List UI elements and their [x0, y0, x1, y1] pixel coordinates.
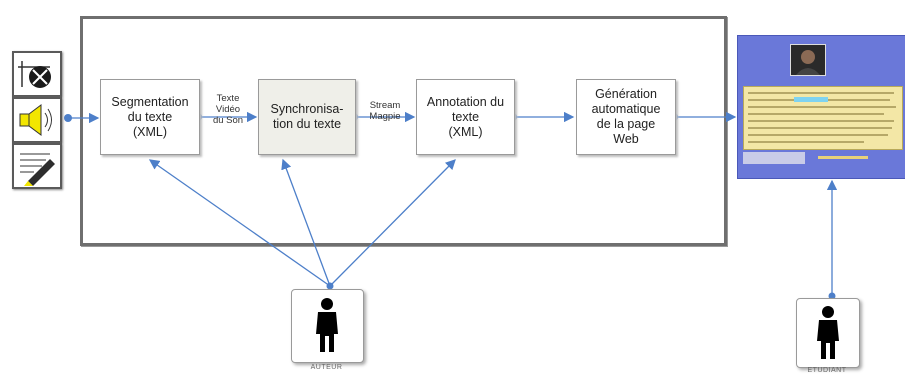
author-figure — [291, 289, 364, 363]
author-to-sync — [281, 158, 331, 287]
web-page-thumbnail — [737, 35, 905, 179]
video-reel-icon — [12, 51, 62, 97]
link-strip — [818, 156, 868, 159]
annotation-box: Annotation du texte (XML) — [416, 79, 515, 155]
player-controls — [743, 152, 805, 164]
segmentation-box: Segmentation du texte (XML) — [100, 79, 200, 155]
person-icon — [817, 306, 839, 359]
author-to-annot — [329, 159, 456, 287]
speaker-icon — [12, 97, 62, 143]
author-label: AUTEUR — [310, 364, 343, 371]
synchronisation-box: Synchronisa- tion du texte — [258, 79, 356, 155]
text-document-icon — [12, 143, 62, 189]
author-to-seg — [148, 159, 331, 287]
student-label: ETUDIANT — [807, 367, 847, 374]
person-icon — [316, 298, 338, 352]
generation-box: Génération automatique de la page Web — [576, 79, 676, 155]
edge-label-sync-annot: Stream Magpie — [369, 100, 401, 122]
video-frame-image — [790, 44, 826, 76]
edge-label-seg-sync: Texte Vidéo du Son — [212, 93, 244, 126]
student-figure — [796, 298, 860, 368]
annotated-text-pane — [743, 86, 903, 150]
